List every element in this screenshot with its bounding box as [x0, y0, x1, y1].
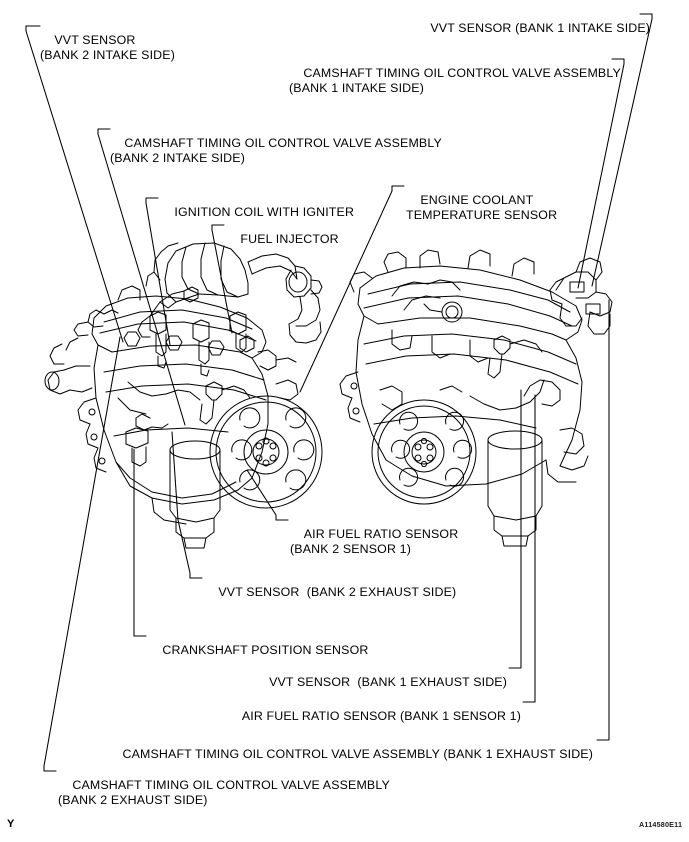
callout-line-2: TEMPERATURE SENSOR [406, 207, 558, 222]
document-reference-code: A114580E11 [639, 820, 683, 829]
callout-line-1: CAMSHAFT TIMING OIL CONTROL VALVE ASSEMB… [124, 136, 442, 151]
callout-air-fuel-ratio-sensor-bank2-sensor1: AIR FUEL RATIO SENSOR(BANK 2 SENSOR 1) [290, 513, 458, 585]
callout-line-1: VVT SENSOR [54, 33, 136, 48]
page-corner-mark: Y [7, 818, 15, 830]
callout-camshaft-timing-ocv-bank2-intake: CAMSHAFT TIMING OIL CONTROL VALVE ASSEMB… [110, 122, 442, 194]
callout-fuel-injector: FUEL INJECTOR [226, 218, 339, 261]
right-engine-illustration [339, 249, 613, 547]
callout-line-1: CAMSHAFT TIMING OIL CONTROL VALVE ASSEMB… [72, 778, 390, 793]
callout-ignition-coil-with-igniter: IGNITION COIL WITH IGNITER [160, 191, 354, 234]
callout-line-1: ENGINE COOLANT [420, 193, 534, 208]
callout-line-1: FUEL INJECTOR [240, 232, 339, 247]
callout-air-fuel-ratio-sensor-bank1-sensor1: AIR FUEL RATIO SENSOR (BANK 1 SENSOR 1) [221, 695, 521, 738]
callout-camshaft-timing-ocv-bank1-intake: CAMSHAFT TIMING OIL CONTROL VALVE ASSEMB… [289, 52, 621, 124]
left-engine-illustration [44, 242, 323, 549]
callout-line-1: AIR FUEL RATIO SENSOR [303, 527, 459, 542]
callout-line-2: (BANK 2 INTAKE SIDE) [40, 47, 175, 62]
leader-lines [25, 13, 653, 772]
callout-camshaft-timing-ocv-bank1-exhaust: CAMSHAFT TIMING OIL CONTROL VALVE ASSEMB… [75, 733, 593, 776]
callout-line-1: VVT SENSOR (BANK 2 EXHAUST SIDE) [218, 585, 457, 600]
callout-line-1: CAMSHAFT TIMING OIL CONTROL VALVE ASSEMB… [303, 66, 621, 81]
callout-line-1: CRANKSHAFT POSITION SENSOR [162, 643, 369, 658]
callout-line-2: (BANK 2 EXHAUST SIDE) [58, 792, 208, 807]
callout-line-1: VVT SENSOR (BANK 1 EXHAUST SIDE) [269, 675, 507, 690]
callout-camshaft-timing-ocv-bank2-exhaust: CAMSHAFT TIMING OIL CONTROL VALVE ASSEMB… [58, 764, 390, 836]
callout-vvt-sensor-bank1-exhaust: VVT SENSOR (BANK 1 EXHAUST SIDE) [247, 661, 507, 704]
callout-vvt-sensor-bank1-intake: VVT SENSOR (BANK 1 INTAKE SIDE) [416, 7, 650, 50]
callout-crankshaft-position-sensor: CRANKSHAFT POSITION SENSOR [148, 629, 368, 672]
callout-line-2: (BANK 2 SENSOR 1) [290, 541, 411, 556]
callout-line-2: (BANK 1 INTAKE SIDE) [289, 80, 424, 95]
callout-line-1: AIR FUEL RATIO SENSOR (BANK 1 SENSOR 1) [241, 709, 521, 724]
callout-vvt-sensor-bank2-intake: VVT SENSOR(BANK 2 INTAKE SIDE) [40, 19, 175, 91]
callout-line-2: (BANK 2 INTAKE SIDE) [110, 150, 245, 165]
callout-line-1: VVT SENSOR (BANK 1 INTAKE SIDE) [430, 21, 651, 36]
callout-line-1: CAMSHAFT TIMING OIL CONTROL VALVE ASSEMB… [122, 747, 593, 762]
callout-vvt-sensor-bank2-exhaust: VVT SENSOR (BANK 2 EXHAUST SIDE) [204, 571, 456, 614]
callout-line-1: IGNITION COIL WITH IGNITER [174, 205, 355, 220]
